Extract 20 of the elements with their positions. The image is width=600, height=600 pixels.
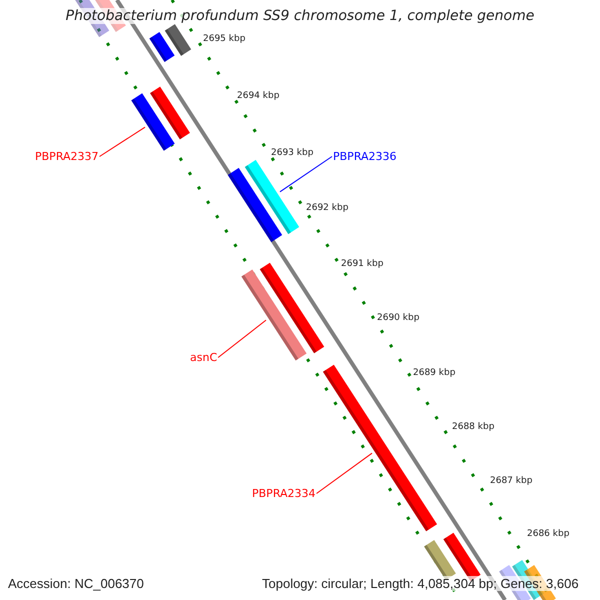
scale-label: 2690 kbp [377,313,420,323]
scale-label: 2691 kbp [341,259,384,269]
scale-label: 2694 kbp [237,91,280,101]
leader-line [99,126,146,157]
scale-label: 2686 kbp [527,529,570,539]
gene-label: PBPRA2337 [35,150,99,163]
leader-line [279,156,332,192]
gene-label: PBPRA2334 [252,487,316,500]
scale-label: 2695 kbp [203,34,246,44]
scale-label: 2693 kbp [271,148,314,158]
scale-label: 2689 kbp [413,368,456,378]
title: Photobacterium profundum SS9 chromosome 1, complete genome [66,8,534,24]
scale-label: 2687 kbp [490,476,532,486]
leader-line [218,320,267,358]
scale-label: 2688 kbp [452,422,494,432]
gene-label: PBPRA2336 [333,150,397,163]
leader-line [316,452,373,494]
info-text: Accession: NC_006370 [8,576,144,591]
gene-label: asnC [190,351,218,364]
info-text: Topology: circular; Length: 4,085,304 bp; Genes: 3,606 [262,576,579,591]
